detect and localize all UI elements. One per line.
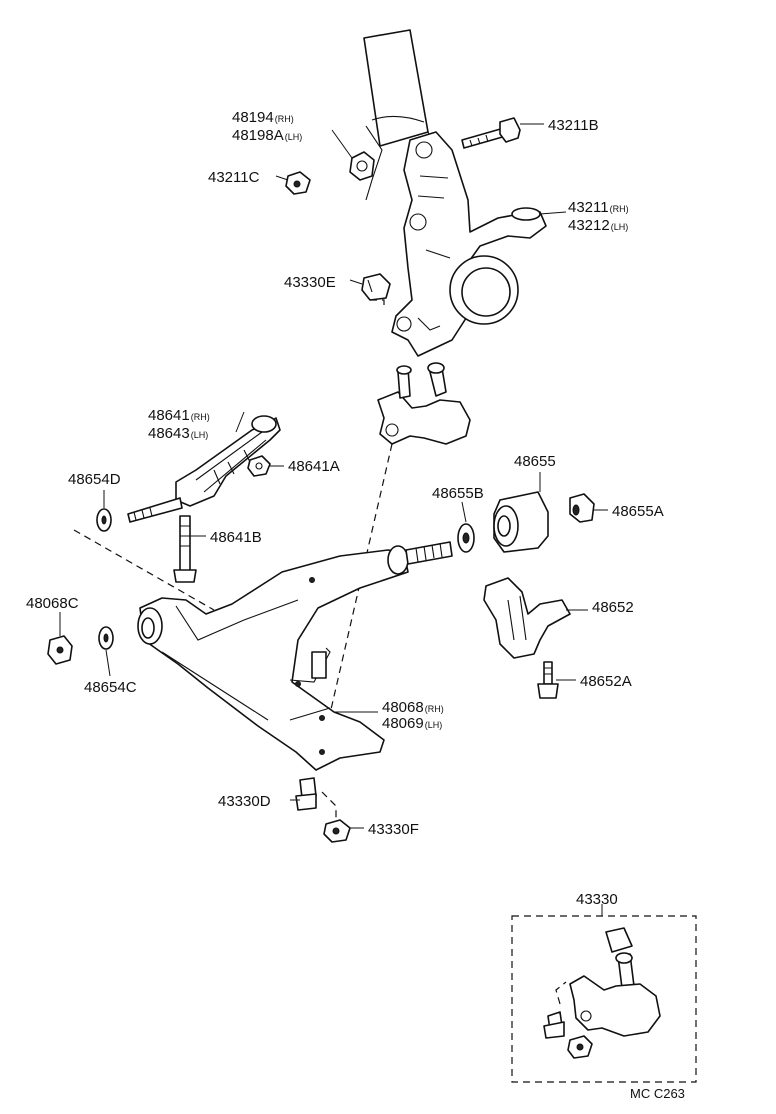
arm-rear-shaft <box>387 541 453 575</box>
arm-front-washer <box>98 626 114 650</box>
label-43211b: 43211B <box>548 117 599 134</box>
arm-bushing <box>493 491 549 553</box>
knuckle-bolt <box>461 117 521 149</box>
label-48068c: 48068C <box>26 595 79 612</box>
label-43211: 43211(RH) <box>568 199 629 216</box>
ball-joint-bolt <box>295 777 317 811</box>
ball-joint-lower-nut <box>323 819 351 843</box>
label-48641a: 48641A <box>288 458 340 475</box>
label-48652: 48652 <box>592 599 634 616</box>
strut-bar-bolt <box>127 497 183 523</box>
lower-control-arm <box>137 549 409 771</box>
label-48194: 48194(RH) <box>232 109 294 126</box>
label-43212: 43212(LH) <box>568 217 628 234</box>
ball-joint-kit-inset <box>511 904 697 1083</box>
label-48641: 48641(RH) <box>148 407 210 424</box>
strut-bar-long-bolt <box>173 515 197 583</box>
label-48655a: 48655A <box>612 503 664 520</box>
bushing-nut <box>569 493 595 523</box>
label-48655: 48655 <box>514 453 556 470</box>
label-48654c: 48654C <box>84 679 137 696</box>
label-48641b: 48641B <box>210 529 262 546</box>
knuckle-nut <box>285 171 311 195</box>
label-48643: 48643(LH) <box>148 425 208 442</box>
label-48652a: 48652A <box>580 673 632 690</box>
label-48198a: 48198A(LH) <box>232 127 302 144</box>
strut-bar-nut <box>247 455 271 477</box>
figure-code: MC C263 <box>630 1086 685 1101</box>
label-48655b: 48655B <box>432 485 484 502</box>
arm-front-nut <box>47 635 73 665</box>
steering-knuckle <box>391 131 547 357</box>
label-48654d: 48654D <box>68 471 121 488</box>
label-43330e: 43330E <box>284 274 336 291</box>
label-43330: 43330 <box>576 891 618 908</box>
strut-bar-washer-d <box>96 508 112 532</box>
bracket-bolt <box>537 661 559 699</box>
label-43211c: 43211C <box>208 169 260 186</box>
label-48068: 48068(RH) <box>382 699 444 716</box>
bushing-bracket <box>483 577 571 659</box>
label-43330d: 43330D <box>218 793 271 810</box>
ball-joint-nut <box>361 273 391 301</box>
strut-bar <box>175 415 281 507</box>
stabilizer-link-collar <box>349 151 375 181</box>
bushing-washer <box>457 523 475 553</box>
lower-ball-joint <box>377 362 471 445</box>
label-48069: 48069(LH) <box>382 715 442 732</box>
label-43330f: 43330F <box>368 821 419 838</box>
